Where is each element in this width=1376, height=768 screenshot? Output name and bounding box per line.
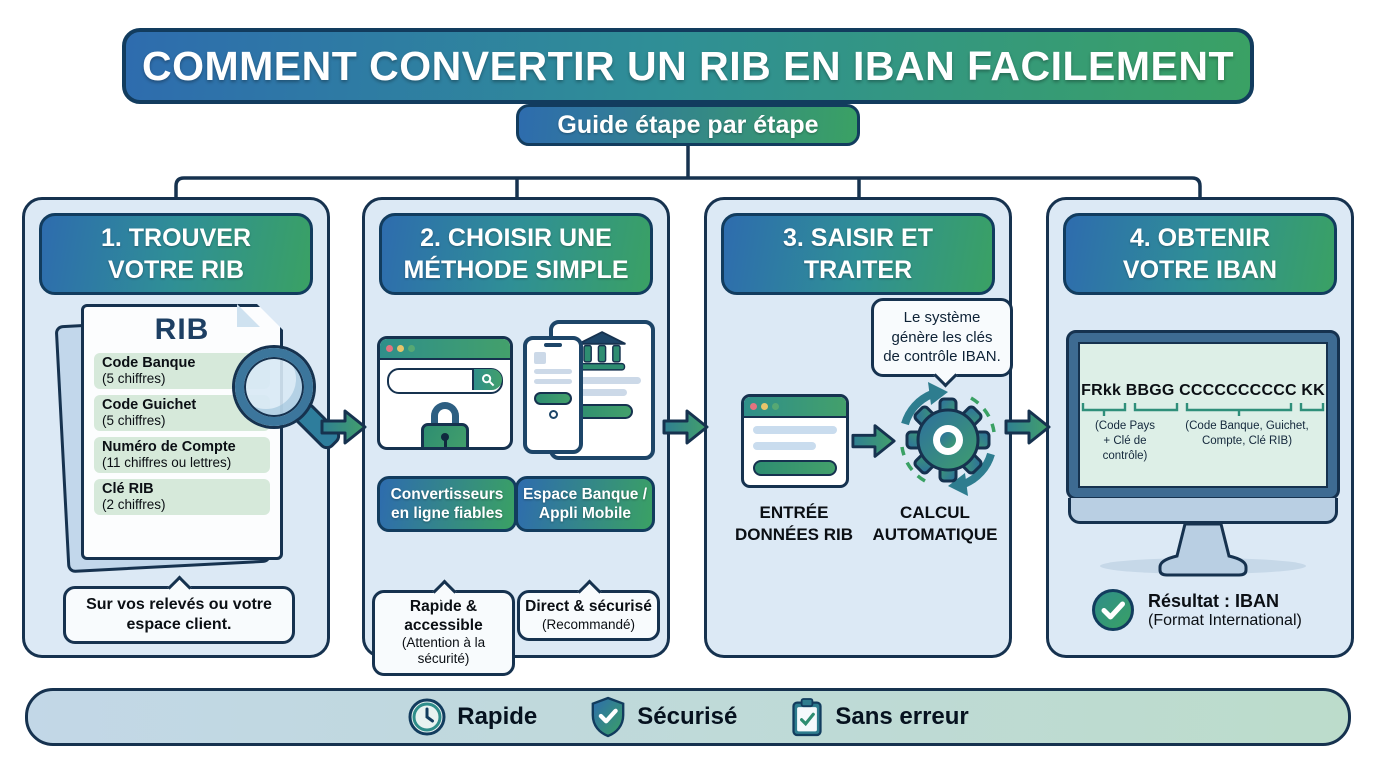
row-sub: (11 chiffres ou lettres) <box>102 455 232 470</box>
browser-titlebar <box>744 397 846 418</box>
document-front-sheet: RIB Code Banque (5 chiffres) Code Guiche… <box>81 304 283 560</box>
monitor-stand <box>1158 522 1248 577</box>
window-dot-yellow <box>761 403 768 410</box>
row-label: Numéro de Compte <box>102 439 236 455</box>
step2-note-2: Direct & sécurisé (Recommandé) <box>517 590 660 641</box>
row-sub: (5 chiffres) <box>102 413 166 428</box>
rib-row-cle-rib: Clé RIB (2 chiffres) <box>94 479 270 515</box>
result-title: Résultat : IBAN <box>1148 590 1280 611</box>
bank-icon <box>578 331 626 371</box>
phone-illustration <box>523 336 583 454</box>
benefit-rapide: Rapide <box>407 697 537 737</box>
step3-header: 3. SAISIR ET TRAITER <box>721 213 995 295</box>
row-label: Code Banque <box>102 355 196 371</box>
page-fold <box>237 304 260 327</box>
note-sub: (Recommandé) <box>541 616 636 632</box>
devices-illustration <box>523 320 655 462</box>
note-sub: (Attention à la sécurité) <box>401 635 486 667</box>
result-sub: (Format International) <box>1148 611 1302 629</box>
shield-check-icon <box>591 696 625 738</box>
phone-home-button <box>548 410 558 419</box>
annotation-code-pays: (Code Pays + Clé de contrôle) <box>1094 420 1156 462</box>
gear-icon <box>900 382 996 496</box>
monitor-frame: FRkk BBGG CCCCCCCCCC KK (Code Pays + Cl <box>1066 330 1340 500</box>
window-dot-red <box>750 403 757 410</box>
step4-panel: 4. OBTENIR VOTRE IBAN FRkk BBGG CCCCCCCC… <box>1046 197 1354 658</box>
label-calcul-automatique: CALCUL AUTOMATIQUE <box>872 503 998 545</box>
method-bank-app: Espace Banque / Appli Mobile <box>515 476 655 532</box>
benefit-label: Sécurisé <box>637 703 738 730</box>
rib-row-code-guichet: Code Guichet (5 chiffres) <box>94 395 270 431</box>
step2-header: 2. CHOISIR UNE MÉTHODE SIMPLE <box>379 213 653 295</box>
flow-arrow-1 <box>320 409 367 445</box>
benefit-sans-erreur: Sans erreur <box>789 696 969 738</box>
search-button <box>472 369 502 390</box>
benefit-label: Rapide <box>457 703 538 730</box>
step1-header: 1. TROUVER VOTRE RIB <box>39 213 313 295</box>
window-dot-yellow <box>397 345 404 352</box>
benefits-footer: Rapide Sécurisé Sans erreur <box>25 688 1351 746</box>
step3-callout: Le système génère les clés de contrôle I… <box>871 298 1013 377</box>
iban-group-brackets <box>1081 403 1325 416</box>
main-title: COMMENT CONVERTIR UN RIB EN IBAN FACILEM… <box>122 28 1254 104</box>
rib-document-illustration: RIB Code Banque (5 chiffres) Code Guiche… <box>54 304 344 574</box>
result-text: Résultat : IBAN (Format International) <box>1148 591 1302 630</box>
monitor-chin <box>1068 498 1338 524</box>
step4-header: 4. OBTENIR VOTRE IBAN <box>1063 213 1337 295</box>
step3-panel: 3. SAISIR ET TRAITER Le système génère l… <box>704 197 1013 658</box>
window-dot-red <box>386 345 393 352</box>
monitor-screen: FRkk BBGG CCCCCCCCCC KK (Code Pays + Cl <box>1078 342 1328 488</box>
rib-entry-form-illustration <box>741 394 849 488</box>
process-arrow-icon <box>851 424 896 458</box>
iban-annotations: (Code Pays + Clé de contrôle) (Code Banq… <box>1080 419 1326 464</box>
subtitle: Guide étape par étape <box>516 104 860 146</box>
benefit-label: Sans erreur <box>835 703 969 730</box>
browser-titlebar <box>380 339 510 360</box>
step1-note: Sur vos relevés ou votre espace client. <box>63 586 295 644</box>
magnifier-icon <box>235 348 344 453</box>
result-row: Résultat : IBAN (Format International) <box>1091 588 1302 632</box>
browser-converter-illustration <box>377 336 513 450</box>
rib-row-numero-compte: Numéro de Compte (11 chiffres ou lettres… <box>94 437 270 473</box>
step2-note-1: Rapide & accessible (Attention à la sécu… <box>372 590 515 676</box>
clipboard-check-icon <box>792 698 822 737</box>
form-submit-button <box>753 460 837 476</box>
row-label: Code Guichet <box>102 397 197 413</box>
padlock-icon <box>421 402 469 447</box>
row-label: Clé RIB <box>102 481 154 497</box>
phone-button <box>534 392 572 405</box>
benefit-securise: Sécurisé <box>589 696 737 738</box>
method-online-converters: Convertisseurs en ligne fiables <box>377 476 517 532</box>
search-icon <box>482 373 495 386</box>
search-bar <box>387 368 503 394</box>
rib-doc-title: RIB <box>154 313 210 346</box>
window-dot-green <box>772 403 779 410</box>
iban-format-text: FRkk BBGG CCCCCCCCCC KK <box>1081 382 1325 399</box>
flow-arrow-3 <box>1004 409 1051 445</box>
annotation-code-banque: (Code Banque, Guichet, Compte, Clé RIB) <box>1185 420 1309 447</box>
step2-panel: 2. CHOISIR UNE MÉTHODE SIMPLE <box>362 197 670 676</box>
clock-icon <box>408 698 446 736</box>
row-sub: (2 chiffres) <box>102 497 166 512</box>
row-sub: (5 chiffres) <box>102 371 166 386</box>
window-dot-green <box>408 345 415 352</box>
note-bold: Direct & sécurisé <box>525 598 652 615</box>
check-circle-icon <box>1092 589 1134 631</box>
flow-arrow-2 <box>662 409 709 445</box>
note-bold: Rapide & accessible <box>404 598 483 634</box>
step1-panel: 1. TROUVER VOTRE RIB RIB Code Banque (5 … <box>22 197 344 658</box>
monitor-illustration: FRkk BBGG CCCCCCCCCC KK (Code Pays + Cl <box>1066 330 1340 578</box>
label-entree-donnees-rib: ENTRÉE DONNÉES RIB <box>734 503 854 545</box>
